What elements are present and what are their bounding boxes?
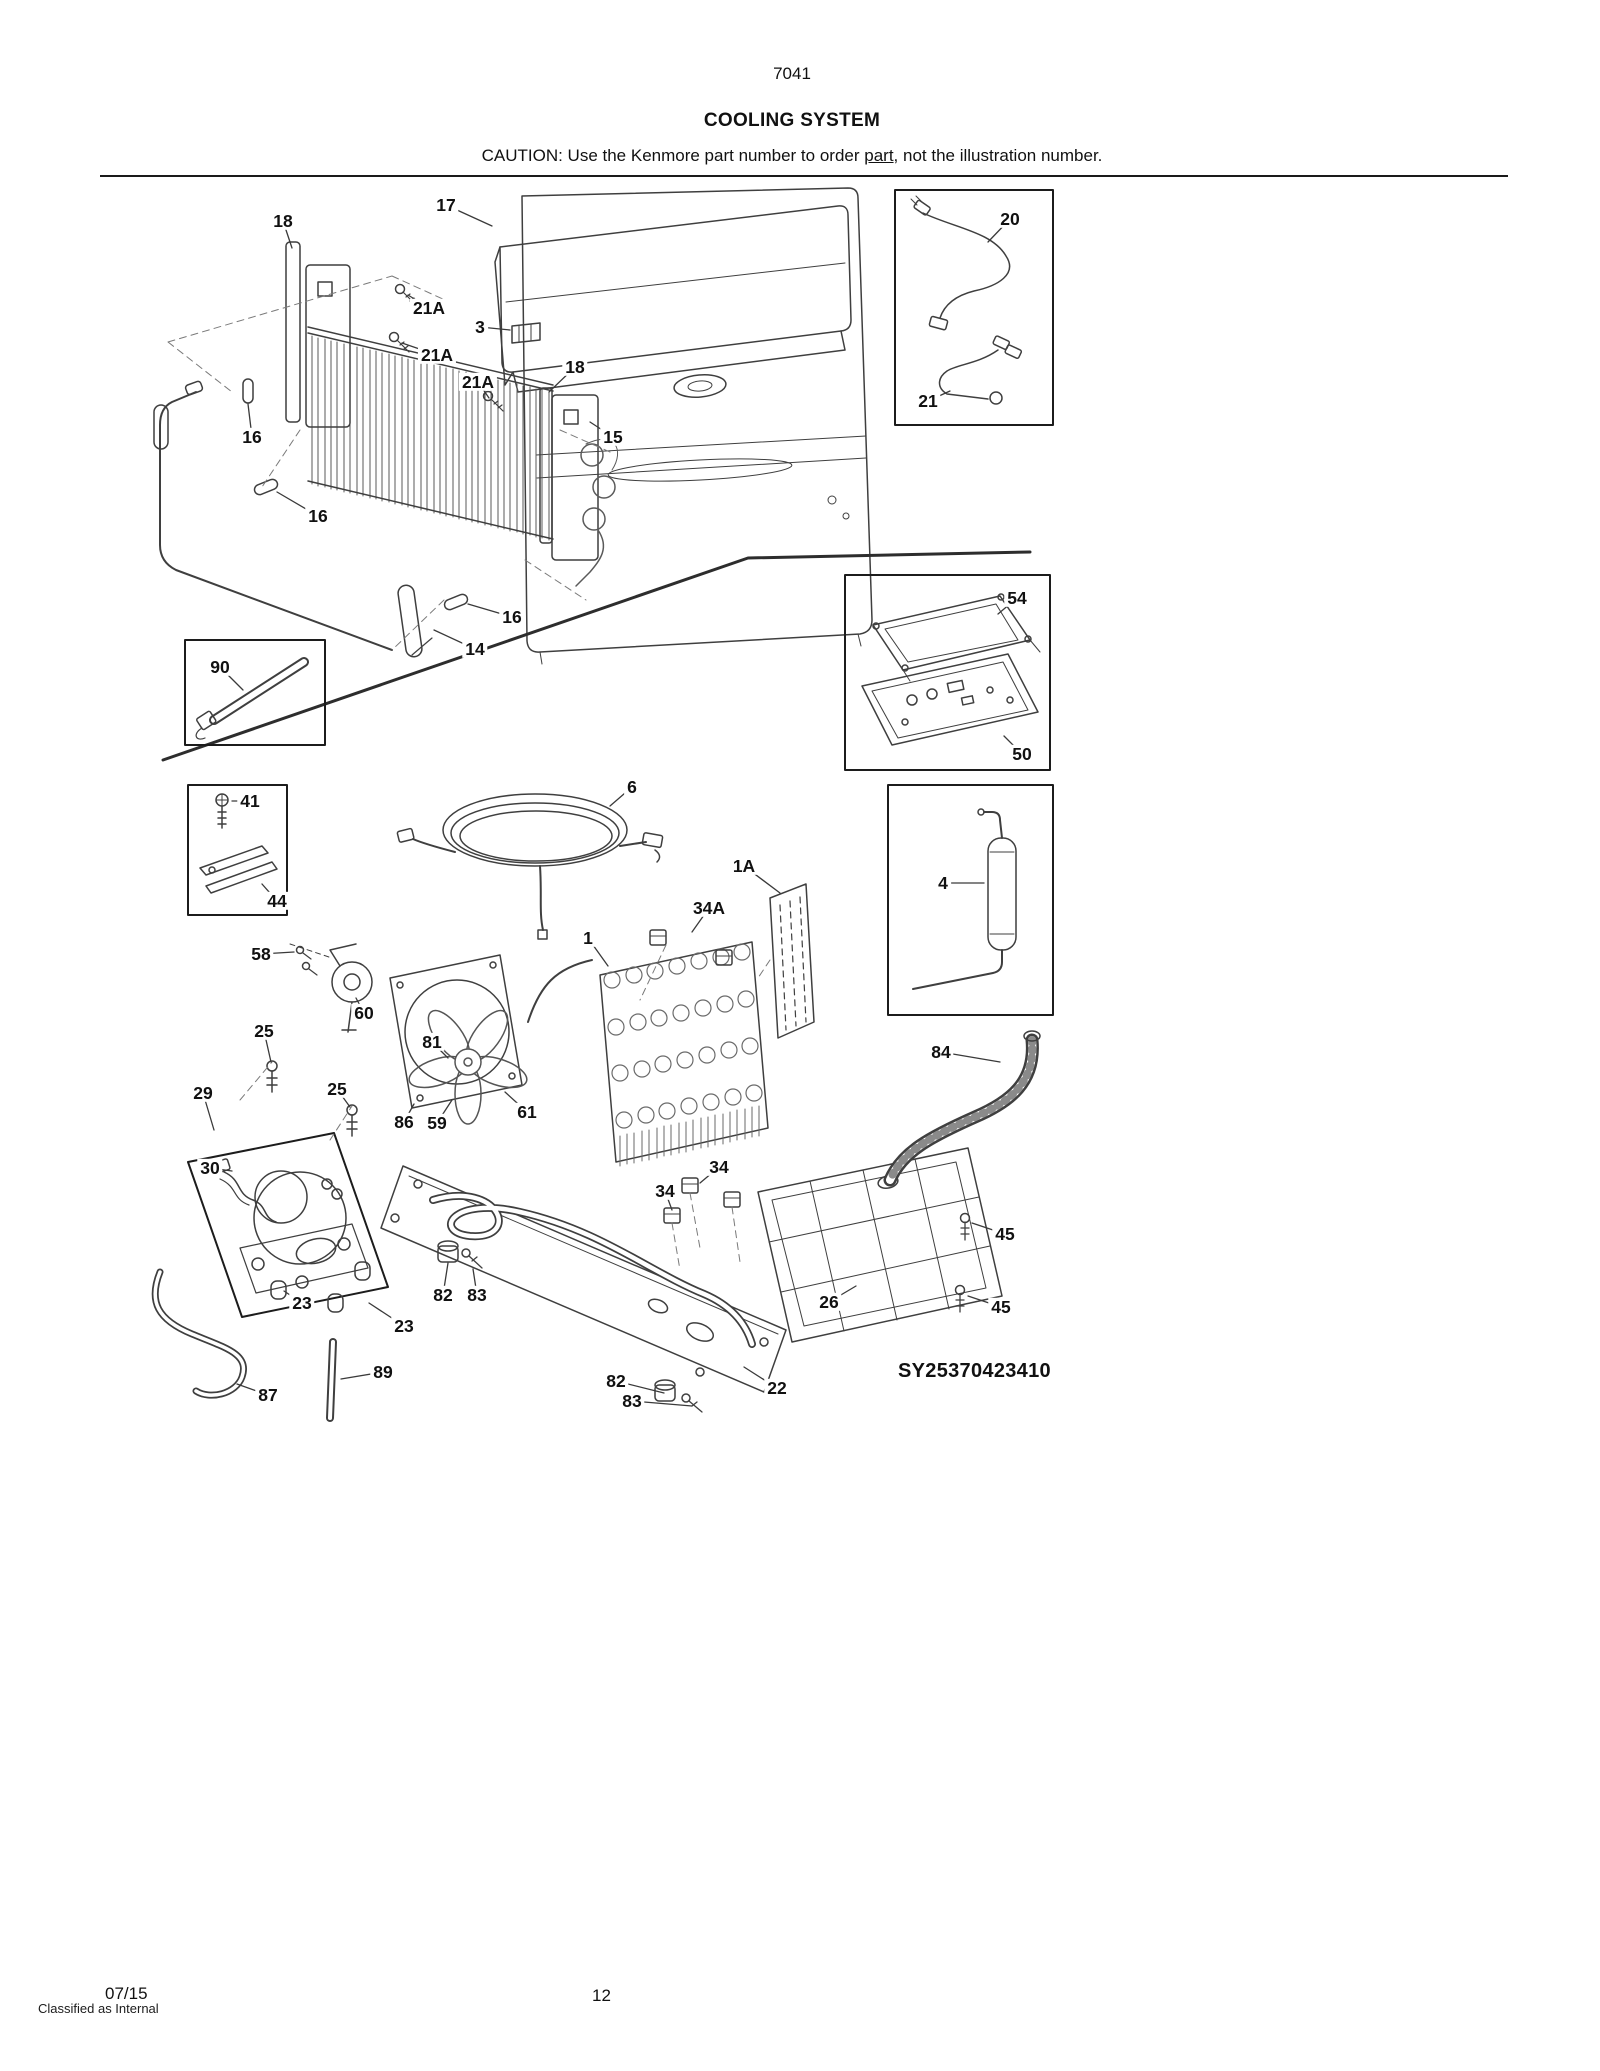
callout-60: 60 bbox=[351, 1003, 377, 1022]
lower-projection-lines bbox=[239, 944, 771, 1271]
callout-82: 82 bbox=[430, 1285, 456, 1304]
wire-harness-21 bbox=[938, 335, 1023, 405]
callout-61: 61 bbox=[514, 1102, 540, 1121]
screw-83-front bbox=[461, 1248, 483, 1269]
callout-21: 21 bbox=[915, 391, 941, 410]
cabinet-back-panel bbox=[521, 187, 873, 665]
callout-18: 18 bbox=[562, 357, 588, 376]
drain-tube-89 bbox=[326, 1338, 337, 1422]
callout-29: 29 bbox=[190, 1083, 216, 1102]
callout-18: 18 bbox=[270, 211, 296, 230]
callout-59: 59 bbox=[424, 1113, 450, 1132]
mounting-grommets-16 bbox=[242, 378, 469, 611]
base-plate-22 bbox=[380, 1165, 787, 1393]
callout-20: 20 bbox=[997, 209, 1023, 228]
section-divider bbox=[161, 550, 1032, 762]
control-board-cover-54 bbox=[872, 593, 1041, 682]
callout-25: 25 bbox=[251, 1021, 277, 1040]
evaporator-fins bbox=[311, 335, 550, 541]
callout-1: 1 bbox=[580, 928, 596, 947]
standoff-82-front bbox=[437, 1240, 459, 1263]
defrost-heater-probe-90 bbox=[195, 657, 309, 740]
callout-54: 54 bbox=[1004, 588, 1030, 607]
callout-45: 45 bbox=[988, 1297, 1014, 1316]
inset-boxes bbox=[184, 189, 1054, 1318]
callout-34A: 34A bbox=[689, 898, 729, 917]
callout-45: 45 bbox=[992, 1224, 1018, 1243]
footer-classification: Classified as Internal bbox=[38, 2001, 159, 2016]
projection-lines bbox=[167, 275, 611, 651]
callout-21A: 21A bbox=[458, 372, 498, 391]
callout-58: 58 bbox=[248, 944, 274, 963]
callout-16: 16 bbox=[239, 427, 265, 446]
callout-89: 89 bbox=[370, 1362, 396, 1381]
callout-22: 22 bbox=[764, 1378, 790, 1397]
callout-4: 4 bbox=[935, 873, 951, 892]
callout-84: 84 bbox=[928, 1042, 954, 1061]
callout-1A: 1A bbox=[729, 856, 759, 875]
standoff-82-rear bbox=[654, 1379, 676, 1402]
page-title: COOLING SYSTEM bbox=[703, 110, 881, 131]
header-divider bbox=[100, 175, 1508, 177]
cutter-blades-44 bbox=[199, 845, 278, 894]
callout-6: 6 bbox=[624, 777, 640, 796]
callout-16: 16 bbox=[305, 506, 331, 525]
caution-suffix: , not the illustration number. bbox=[893, 146, 1103, 165]
callout-83: 83 bbox=[619, 1391, 645, 1410]
screws-25 bbox=[266, 1060, 358, 1137]
footer-page-number: 12 bbox=[592, 1986, 611, 2005]
callout-34: 34 bbox=[652, 1181, 678, 1200]
control-board-tray-50 bbox=[861, 653, 1039, 746]
filter-drier-4 bbox=[912, 808, 1017, 990]
rear-panel-1a bbox=[769, 883, 815, 1039]
screws-21a bbox=[388, 283, 504, 412]
heater-tube-assembly-14 bbox=[153, 380, 433, 658]
callout-3: 3 bbox=[472, 317, 488, 336]
drain-hose-84 bbox=[883, 1030, 1041, 1187]
compressor-grommets-23 bbox=[270, 1261, 371, 1313]
diagram-code: SY25370423410 bbox=[898, 1360, 1051, 1383]
callout-81: 81 bbox=[419, 1032, 445, 1051]
callout-17: 17 bbox=[433, 195, 459, 214]
wire-harness-20 bbox=[910, 195, 1011, 331]
callout-87: 87 bbox=[255, 1385, 281, 1404]
tube-clamp bbox=[511, 322, 541, 344]
caution-note: CAUTION: Use the Kenmore part number to … bbox=[0, 146, 1584, 166]
callout-16: 16 bbox=[499, 607, 525, 626]
screw-83-rear bbox=[681, 1393, 703, 1413]
callout-41: 41 bbox=[237, 791, 263, 810]
callout-21A: 21A bbox=[417, 345, 457, 364]
process-tube-87 bbox=[151, 1268, 247, 1399]
heat-exchanger-coil-6 bbox=[396, 793, 664, 940]
callout-50: 50 bbox=[1009, 744, 1035, 763]
callout-34: 34 bbox=[706, 1157, 732, 1176]
caution-prefix: CAUTION: Use the Kenmore part number to … bbox=[481, 146, 865, 165]
callout-23: 23 bbox=[289, 1293, 315, 1312]
callout-15: 15 bbox=[600, 427, 626, 446]
callout-14: 14 bbox=[462, 639, 488, 658]
fan-blade-61 bbox=[408, 1009, 528, 1125]
callout-82: 82 bbox=[603, 1371, 629, 1390]
condenser-coil-1 bbox=[527, 941, 769, 1167]
callout-23: 23 bbox=[391, 1316, 417, 1335]
caution-underlined-word: part bbox=[864, 146, 894, 165]
callout-26: 26 bbox=[816, 1292, 842, 1311]
callout-30: 30 bbox=[197, 1158, 223, 1177]
callout-83: 83 bbox=[464, 1285, 490, 1304]
screws-45 bbox=[954, 1212, 971, 1313]
callout-25: 25 bbox=[324, 1079, 350, 1098]
callout-86: 86 bbox=[391, 1112, 417, 1131]
screw-41 bbox=[215, 793, 229, 829]
callout-90: 90 bbox=[207, 657, 233, 676]
model-number: 7041 bbox=[773, 64, 811, 83]
callout-44: 44 bbox=[264, 891, 290, 910]
footer-date: 07/15 bbox=[105, 1984, 148, 2003]
callout-21A: 21A bbox=[409, 298, 449, 317]
motor-screws-58 bbox=[289, 943, 333, 976]
